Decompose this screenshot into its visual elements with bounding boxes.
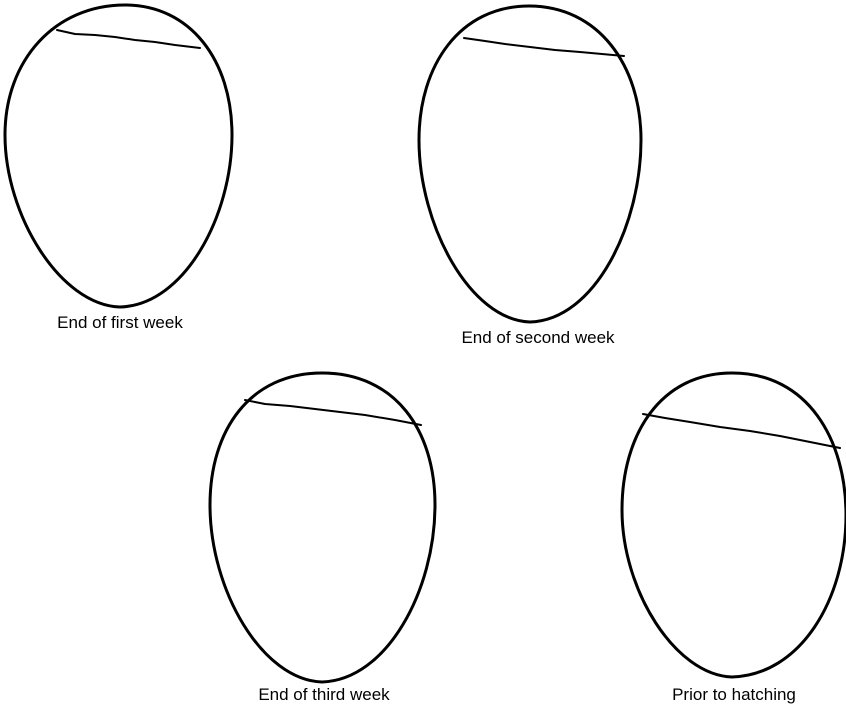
egg-outline <box>622 373 846 677</box>
egg-outline <box>419 6 641 322</box>
caption-prior-to-hatching: Prior to hatching <box>672 685 796 704</box>
air-cell-boundary <box>245 400 421 425</box>
caption-second-week: End of second week <box>461 328 615 347</box>
egg-third-week <box>210 373 435 682</box>
caption-third-week: End of third week <box>258 685 390 704</box>
egg-outline <box>210 373 435 682</box>
egg-prior-to-hatching <box>622 373 846 677</box>
air-cell-boundary <box>464 38 624 56</box>
air-cell-boundary <box>57 30 200 48</box>
egg-outline <box>5 5 232 307</box>
caption-first-week: End of first week <box>57 313 183 332</box>
egg-first-week <box>5 5 232 307</box>
air-cell-boundary <box>643 414 840 448</box>
egg-second-week <box>419 6 641 322</box>
